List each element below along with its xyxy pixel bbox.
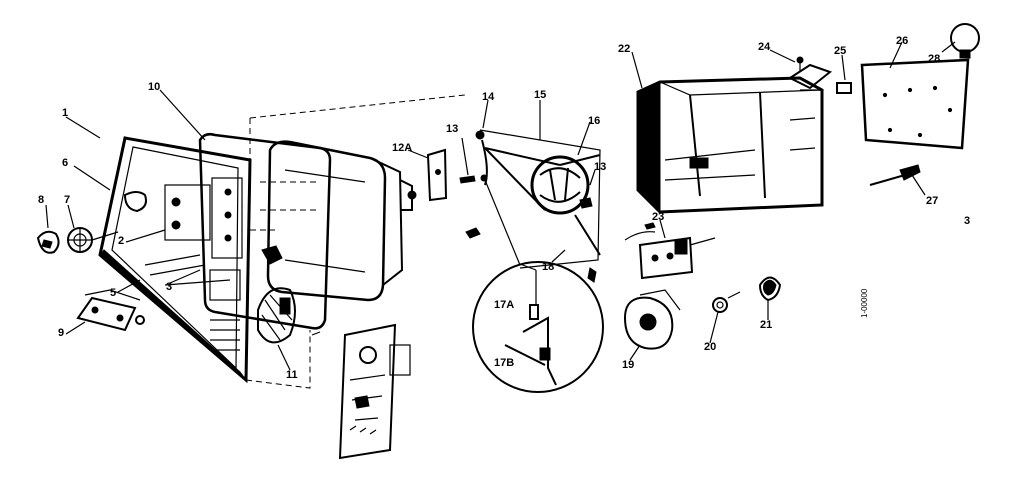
- callout-20[interactable]: 20: [704, 341, 717, 353]
- bracket-part: [76, 289, 145, 332]
- front-bezel: [98, 136, 252, 384]
- callout-9[interactable]: 9: [58, 327, 65, 339]
- callout-28[interactable]: 28: [928, 53, 941, 65]
- callout-17b[interactable]: 17B: [494, 357, 515, 369]
- callout-23[interactable]: 23: [652, 211, 665, 223]
- callout-27[interactable]: 27: [926, 195, 939, 207]
- callout-22[interactable]: 22: [618, 43, 631, 55]
- callout-1[interactable]: 1: [62, 107, 69, 119]
- callout-3-right[interactable]: 3: [964, 215, 971, 227]
- callout-24[interactable]: 24: [758, 41, 771, 53]
- yoke-assembly: [465, 129, 601, 283]
- tuner-module: [624, 222, 716, 280]
- lamp-bulb: [950, 23, 980, 59]
- callout-19[interactable]: 19: [622, 359, 635, 371]
- callout-13a[interactable]: 13: [446, 123, 459, 135]
- gasket: [198, 132, 332, 330]
- callout-leaders: [45, 41, 956, 371]
- callout-5[interactable]: 5: [110, 287, 117, 299]
- callout-25[interactable]: 25: [834, 45, 847, 57]
- circuit-board: [311, 323, 411, 460]
- assembly-leaders: [245, 94, 466, 389]
- callout-26[interactable]: 26: [896, 35, 909, 47]
- callout-13b[interactable]: 13: [594, 161, 607, 173]
- callout-8[interactable]: 8: [38, 194, 45, 206]
- callout-7[interactable]: 7: [64, 194, 71, 206]
- callout-15[interactable]: 15: [534, 89, 547, 101]
- cabinet-shell: [636, 76, 825, 214]
- callout-16[interactable]: 16: [588, 115, 601, 127]
- callout-6[interactable]: 6: [62, 157, 69, 169]
- channel-selector: [623, 289, 681, 350]
- callout-14[interactable]: 14: [482, 91, 495, 103]
- callout-11[interactable]: 11: [286, 369, 298, 381]
- speaker: [257, 287, 296, 344]
- back-panel: [860, 58, 970, 150]
- small-parts-top: [787, 56, 852, 94]
- detail-magnifier: [472, 261, 604, 393]
- callout-2[interactable]: 2: [118, 235, 125, 247]
- picture-tube: [261, 140, 417, 302]
- callout-18[interactable]: 18: [542, 261, 555, 273]
- callout-12a[interactable]: 12A: [392, 142, 413, 154]
- callout-17a[interactable]: 17A: [494, 299, 515, 311]
- antenna-lead: [869, 164, 921, 186]
- side-reference-mark: 1-00000: [860, 288, 869, 318]
- callout-10[interactable]: 10: [148, 81, 161, 93]
- small-knobs: [712, 276, 782, 313]
- callout-3[interactable]: 3: [166, 281, 173, 293]
- bracket-12a: [426, 148, 476, 202]
- callout-21[interactable]: 21: [760, 319, 773, 331]
- knob-assembly: [36, 227, 119, 254]
